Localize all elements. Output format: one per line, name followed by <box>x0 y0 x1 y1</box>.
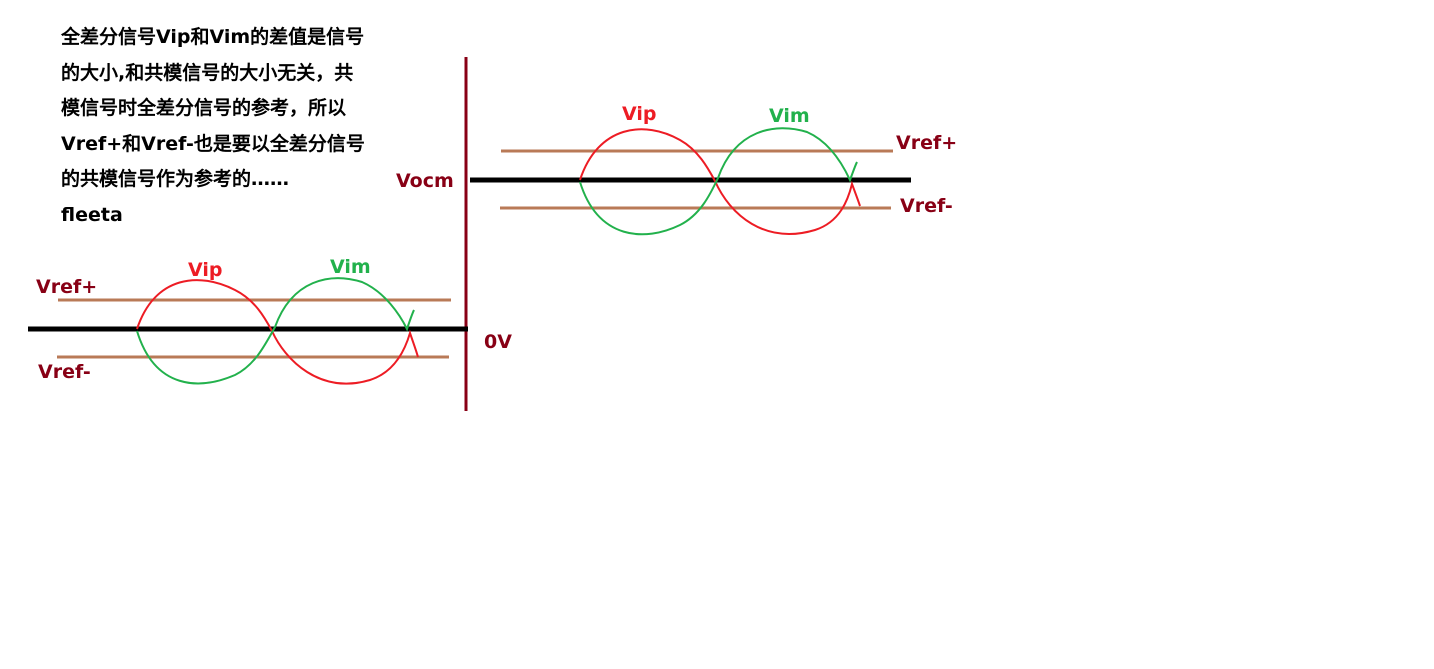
left-vip-label: Vip <box>188 259 222 281</box>
note-line-4: Vref+和Vref-也是要以全差分信号 <box>61 132 365 155</box>
left-vref-minus-label: Vref- <box>38 361 91 383</box>
note-line-1: 全差分信号Vip和Vim的差值是信号 <box>61 26 365 48</box>
explanation-note: 全差分信号Vip和Vim的差值是信号 的大小,和共模信号的大小无关，共 模信号时… <box>61 20 421 233</box>
right-vref-minus-label: Vref- <box>900 195 953 217</box>
note-line-2: 的大小,和共模信号的大小无关，共 <box>61 61 354 84</box>
right-vim-label: Vim <box>769 105 810 127</box>
right-vim-waveform <box>579 127 858 236</box>
note-line-3: 模信号时全差分信号的参考，所以 <box>61 97 347 119</box>
right-baseline-label: Vocm <box>396 170 454 192</box>
note-line-5: 的共模信号作为参考的…… <box>61 168 290 190</box>
right-vip-label: Vip <box>622 103 656 125</box>
left-baseline-label: 0V <box>484 331 512 353</box>
right-vref-plus-label: Vref+ <box>896 132 957 154</box>
left-diagram: Vref+ Vref- Vip Vim 0V <box>28 256 512 385</box>
left-vip-waveform <box>136 279 419 385</box>
left-vim-waveform <box>136 277 415 385</box>
right-vip-waveform <box>579 128 861 235</box>
left-vref-plus-label: Vref+ <box>36 276 97 298</box>
right-diagram: Vref+ Vref- Vip Vim Vocm <box>396 103 957 236</box>
left-vim-label: Vim <box>330 256 371 278</box>
note-line-6: fleeta <box>61 203 123 226</box>
